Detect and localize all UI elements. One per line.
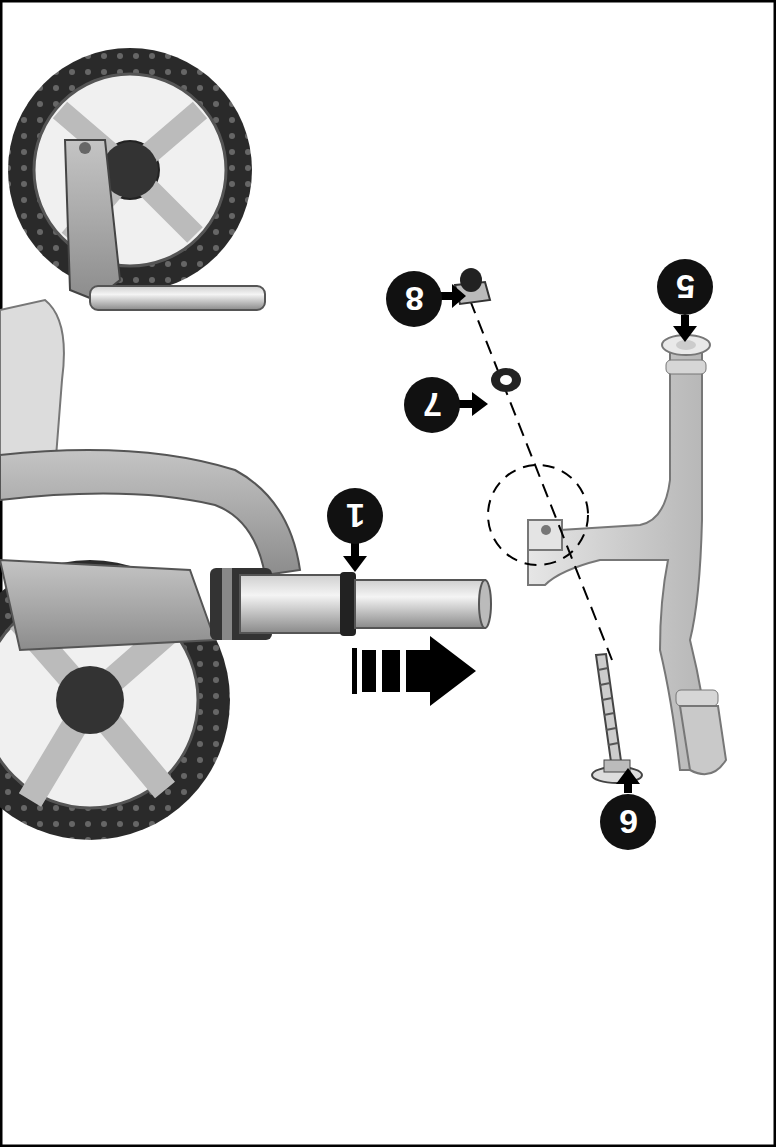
callout-number: 5	[657, 259, 713, 315]
bolt	[592, 654, 642, 783]
callout-label: 8	[405, 282, 424, 316]
steering-tube	[210, 568, 491, 640]
callout-number: 7	[404, 377, 460, 433]
callout-number: 8	[386, 271, 442, 327]
callout-label: 5	[676, 270, 695, 304]
callout-number: 6	[600, 794, 656, 850]
handle-part	[528, 335, 726, 774]
axle-bolt	[79, 142, 91, 154]
assembly-axis	[470, 300, 612, 660]
callout-label: 7	[423, 388, 442, 422]
detail-circle	[488, 465, 588, 565]
rear-fork	[65, 140, 120, 300]
motion-arrow	[352, 636, 476, 706]
callout-pointer	[343, 284, 697, 793]
washer	[491, 368, 521, 392]
rear-tube	[90, 286, 265, 310]
callout-number: 1	[327, 488, 383, 544]
main-frame	[0, 450, 300, 575]
upper-wheel	[8, 48, 252, 292]
callout-label: 6	[619, 805, 638, 839]
callout-label: 1	[346, 499, 365, 533]
lower-wheel	[0, 560, 230, 840]
front-fork	[0, 560, 215, 650]
